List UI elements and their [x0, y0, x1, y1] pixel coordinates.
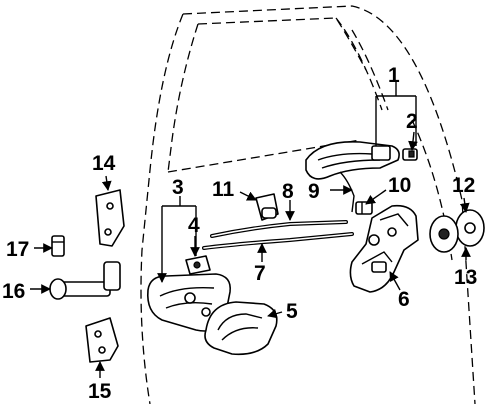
- callout-14: 14: [92, 152, 116, 175]
- lock-rod-lower: [202, 232, 354, 250]
- outside-handle: [305, 141, 400, 180]
- callout-7: 7: [254, 262, 266, 285]
- leader-lines: [30, 82, 471, 378]
- lower-hinge-bracket: [85, 317, 119, 363]
- rod-clip: [185, 255, 211, 275]
- lock-rod-upper: [210, 220, 348, 238]
- door-outline: [140, 5, 476, 404]
- door-check-bolt: [51, 235, 65, 257]
- door-latch-assembly: [349, 204, 419, 293]
- handle-bezel: [204, 301, 278, 356]
- callout-1: 1: [388, 64, 400, 87]
- callout-10: 10: [388, 174, 411, 197]
- lock-cylinder: [255, 193, 279, 221]
- handle-clip: [402, 148, 418, 161]
- callout-2: 2: [406, 110, 418, 133]
- door-striker: [429, 215, 459, 253]
- handle-rod: [339, 171, 355, 213]
- callout-11: 11: [212, 178, 235, 201]
- upper-hinge-bracket: [95, 189, 125, 247]
- callout-17: 17: [6, 238, 29, 261]
- callout-12: 12: [452, 174, 475, 197]
- callout-3: 3: [172, 176, 184, 199]
- callout-16: 16: [2, 280, 25, 303]
- striker-plate: [455, 209, 485, 247]
- callout-9: 9: [308, 180, 320, 203]
- callout-8: 8: [282, 180, 294, 203]
- callout-15: 15: [88, 380, 112, 403]
- callout-5: 5: [286, 300, 298, 323]
- callout-4: 4: [188, 214, 200, 237]
- callout-13: 13: [454, 266, 477, 289]
- door-check: [49, 261, 121, 300]
- callout-labels: 1 2 3 4 5 6 7 8 9 10 11 12 13 14 15 16 1…: [2, 64, 477, 403]
- rod-retainer: [355, 201, 373, 215]
- callout-6: 6: [398, 288, 410, 311]
